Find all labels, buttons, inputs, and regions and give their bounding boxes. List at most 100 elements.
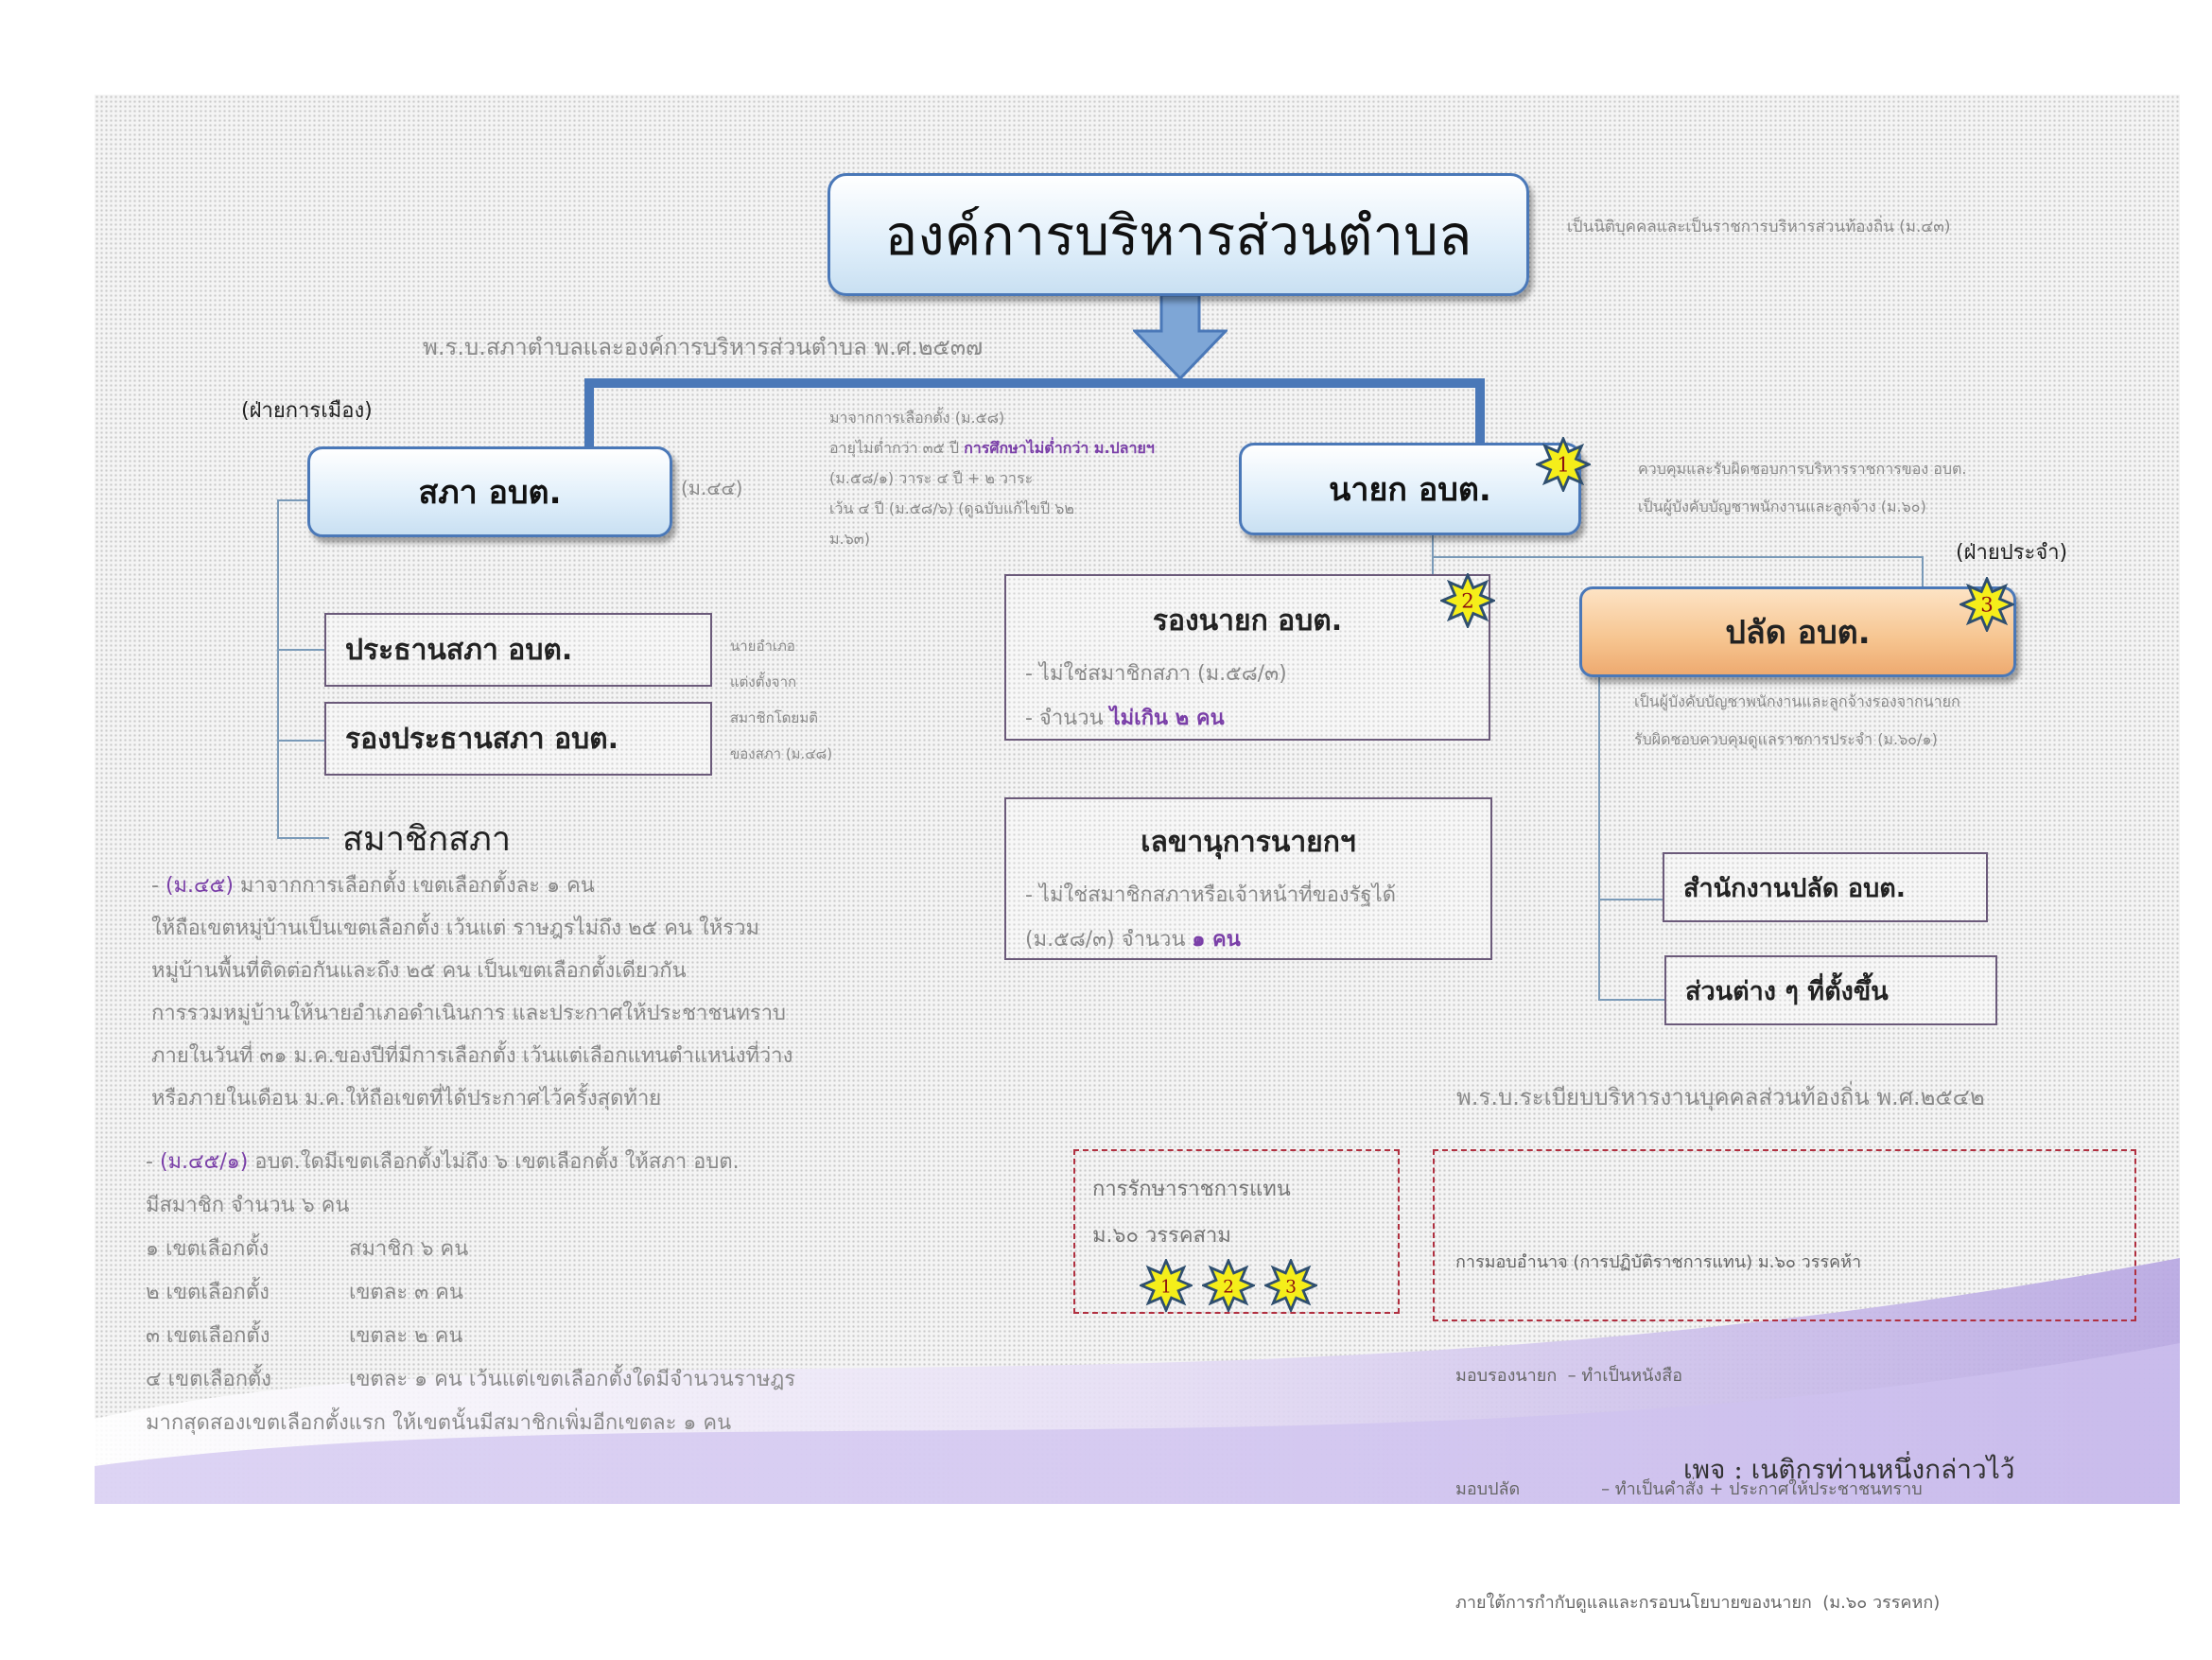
secretary-line: - ไม่ใช่สมาชิกสภาหรือเจ้าหน้าที่ของรัฐได… <box>1025 883 1396 907</box>
note-line: อายุไม่ต่ำกว่า ๓๕ ปี <box>829 439 965 457</box>
deputy-limit: ไม่เกิน ๒ คน <box>1109 707 1225 730</box>
acting-line: ม.๖๐ วรรคสาม <box>1092 1224 1231 1248</box>
para-line: หรือภายในเดือน ม.ค.ให้ถือเขตที่ได้ประกาศ… <box>151 1087 662 1110</box>
badge-number: 3 <box>1980 594 1994 618</box>
clerk-box: ปลัด อบต. <box>1579 586 2016 677</box>
mayor-label: นายก อบต. <box>1329 471 1491 509</box>
note-line: ของสภา (ม.๔๘) <box>730 745 833 762</box>
clerk-notes: เป็นผู้บังคับบัญชาพนักงานและลูกจ้างรองจา… <box>1634 683 1960 759</box>
row-value: เขตละ ๒ คน <box>349 1324 463 1348</box>
mayor-box: นายก อบต. <box>1239 443 1581 535</box>
row-key: ๒ เขตเลือกตั้ง <box>146 1281 270 1304</box>
clerk-up-line <box>1922 556 1924 588</box>
education-highlight: การศึกษาไม่ต่ำกว่า ม.ปลายฯ <box>964 439 1155 457</box>
secretary-count: ๑ คน <box>1192 928 1241 952</box>
para-line: ภายในวันที่ ๓๑ ม.ค.ของปีที่มีการเลือกตั้… <box>151 1044 793 1068</box>
badge-2-icon: 2 <box>1200 1257 1257 1314</box>
title-note: เป็นนิติบุคคลและเป็นราชการบริหารส่วนท้อง… <box>1567 218 1951 236</box>
divisions-box: ส่วนต่าง ๆ ที่ตั้งขึ้น <box>1664 955 1997 1025</box>
note-line: (ม.๕๘/๑) วาระ ๔ ปี + ๒ วาระ <box>829 469 1034 487</box>
deputy-line: - จำนวน <box>1025 707 1110 730</box>
note-line: มาจากการเลือกตั้ง (ม.๕๘) <box>829 409 1005 427</box>
members-para-2: - (ม.๔๕/๑) อบต.ใดมีเขตเลือกตั้งไม่ถึง ๖ … <box>146 1141 795 1445</box>
note-line: เว้น ๔ ปี (ม.๕๘/๖) (ดูฉบับแก้ไขปี ๖๒ <box>829 499 1074 517</box>
tree-branch <box>277 499 307 501</box>
chairman-label: ประธานสภา อบต. <box>345 633 573 667</box>
row-value: สมาชิก ๖ คน <box>349 1237 469 1261</box>
para-line: หมู่บ้านพื้นที่ติดต่อกันและถึง ๒๕ คน เป็… <box>151 959 687 983</box>
tree-branch <box>1598 899 1663 900</box>
badge-number: 2 <box>1461 590 1474 614</box>
page-title: องค์การบริหารส่วนตำบล <box>884 202 1472 268</box>
delegation-box: การมอบอำนาจ (การปฏิบัติราชการแทน) ม.๖๐ ว… <box>1433 1149 2136 1613</box>
note-line: เป็นผู้บังคับบัญชาพนักงานและลูกจ้าง (ม.๖… <box>1638 498 1926 515</box>
members-para-1: - (ม.๔๕) มาจากการเลือกตั้ง เขตเลือกตั้งล… <box>151 865 792 1120</box>
note-line: ม.๖๓) <box>829 530 870 548</box>
council-box: สภา อบต. <box>307 446 672 537</box>
tree-branch <box>277 740 324 742</box>
note-line: แต่งตั้งจาก <box>730 673 797 690</box>
badge-2-icon: 2 <box>1438 571 1497 630</box>
members-label: สมาชิกสภา <box>342 820 512 859</box>
council-section: (ม.๔๔) <box>681 477 743 499</box>
row-value: เขตละ ๓ คน <box>349 1281 463 1304</box>
deputy-box: รองนายก อบต. - ไม่ใช่สมาชิกสภา (ม.๕๘/๓) … <box>1004 574 1490 741</box>
badge-number: 3 <box>1285 1277 1297 1297</box>
footer-credit: เพจ : เนติกรท่านหนึ่งกล่าวไว้ <box>1683 1454 2015 1485</box>
political-label: (ฝ่ายการเมือง) <box>241 399 373 423</box>
deputy-label: รองนายก อบต. <box>1152 604 1343 638</box>
chairman-box: ประธานสภา อบต. <box>324 613 712 687</box>
badge-number: 1 <box>1557 454 1570 478</box>
vice-chairman-label: รองประธานสภา อบต. <box>345 722 619 756</box>
deputy-line: - ไม่ใช่สมาชิกสภา (ม.๕๘/๓) <box>1025 662 1287 686</box>
section-ref: (ม.๔๕/๑) <box>159 1150 249 1174</box>
note-line: นายอำเภอ <box>730 638 795 655</box>
vice-chairman-box: รองประธานสภา อบต. <box>324 702 712 776</box>
badge-1-icon: 1 <box>1534 435 1593 494</box>
tree-line-clerk <box>1598 673 1600 1001</box>
delegation-line: ภายใต้การกำกับดูแลและกรอบนโยบายของนายก (… <box>1455 1593 1941 1613</box>
divisions-label: ส่วนต่าง ๆ ที่ตั้งขึ้น <box>1685 976 1889 1006</box>
mayor-notes-right: ควบคุมและรับผิดชอบการบริหารราชการของ อบต… <box>1638 450 1966 526</box>
badge-1-icon: 1 <box>1138 1257 1194 1314</box>
para-line: มีสมาชิก จำนวน ๖ คน <box>146 1194 350 1217</box>
council-label: สภา อบต. <box>418 474 562 512</box>
slide <box>95 95 2180 1504</box>
badge-3-icon: 3 <box>1263 1257 1319 1314</box>
note-line: รับผิดชอบควบคุมดูแลราชการประจำ (ม.๖๐/๑) <box>1634 730 1938 748</box>
acting-line: การรักษาราชการแทน <box>1092 1178 1291 1201</box>
tree-line-council <box>277 499 279 838</box>
secretary-box: เลขานุการนายกฯ - ไม่ใช่สมาชิกสภาหรือเจ้า… <box>1004 797 1492 960</box>
clerk-office-label: สำนักงานปลัด อบต. <box>1683 873 1907 903</box>
row-key: ๓ เขตเลือกตั้ง <box>146 1324 270 1348</box>
para-line: มาจากการเลือกตั้ง เขตเลือกตั้งละ ๑ คน <box>233 874 595 898</box>
chairman-note: นายอำเภอ แต่งตั้งจาก สมาชิกโดยมติ ของสภา… <box>730 628 832 772</box>
act-1: พ.ร.บ.สภาตำบลและองค์การบริหารส่วนตำบล พ.… <box>423 334 984 360</box>
mayor-down-line <box>1432 532 1434 574</box>
para-line: ให้ถือเขตหมู่บ้านเป็นเขตเลือกตั้ง เว้นแต… <box>151 917 759 940</box>
secretary-line: (ม.๕๘/๓) จำนวน <box>1025 928 1193 952</box>
mayor-notes-left: มาจากการเลือกตั้ง (ม.๕๘) อายุไม่ต่ำกว่า … <box>829 403 1208 554</box>
down-arrow <box>1133 295 1228 380</box>
para-line: การรวมหมู่บ้านให้นายอำเภอดำเนินการ และปร… <box>151 1002 787 1025</box>
connector-left <box>584 378 594 449</box>
delegation-line: การมอบอำนาจ (การปฏิบัติราชการแทน) ม.๖๐ ว… <box>1455 1252 1862 1272</box>
para-line: อบต.ใดมีเขตเลือกตั้งไม่ถึง ๖ เขตเลือกตั้… <box>248 1150 740 1174</box>
acting-box: การรักษาราชการแทน ม.๖๐ วรรคสาม 1 2 3 <box>1073 1149 1400 1314</box>
row-value: เขตละ ๑ คน เว้นแต่เขตเลือกตั้งใดมีจำนวนร… <box>349 1368 796 1391</box>
tree-branch <box>1598 999 1664 1001</box>
note-line: สมาชิกโดยมติ <box>730 709 818 726</box>
badge-number: 2 <box>1223 1277 1234 1297</box>
section-ref: (ม.๔๕) <box>165 874 234 898</box>
act-2: พ.ร.บ.ระเบียบบริหารงานบุคคลส่วนท้องถิ่น … <box>1456 1084 1985 1110</box>
delegation-line: มอบปลัด – ทำเป็นคำสั่ง + ประกาศให้ประชาช… <box>1455 1479 1923 1499</box>
para-line: มากสุดสองเขตเลือกตั้งแรก ให้เขตนั้นมีสมา… <box>146 1411 732 1435</box>
delegation-line: มอบรองนายก – ทำเป็นหนังสือ <box>1455 1366 1683 1386</box>
mayor-clerk-line <box>1432 556 1924 558</box>
badge-number: 1 <box>1160 1277 1172 1297</box>
connector-right <box>1475 378 1485 446</box>
row-key: ๔ เขตเลือกตั้ง <box>146 1368 272 1391</box>
main-connector <box>584 378 1485 388</box>
note-line: ควบคุมและรับผิดชอบการบริหารราชการของ อบต… <box>1638 460 1967 478</box>
title-box: องค์การบริหารส่วนตำบล <box>827 173 1529 296</box>
